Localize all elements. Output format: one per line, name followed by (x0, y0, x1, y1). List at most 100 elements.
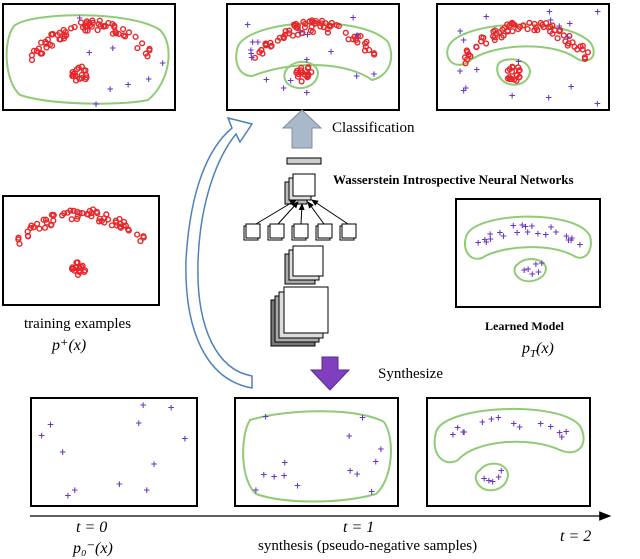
negative-sample: + (474, 239, 482, 249)
negative-sample: + (594, 100, 602, 110)
negative-sample: + (538, 259, 546, 269)
negative-sample: + (522, 222, 530, 232)
positive-sample (282, 31, 289, 38)
positive-sample (67, 25, 75, 32)
negative-sample: + (568, 234, 576, 244)
positive-sample (48, 31, 55, 38)
positive-sample (134, 44, 141, 52)
positive-sample (274, 37, 281, 44)
positive-sample (95, 21, 102, 28)
positive-sample (142, 50, 150, 57)
panel-bottom-1 (30, 397, 198, 507)
negative-sample: + (287, 77, 295, 87)
contour-top-3-blob (496, 58, 532, 86)
learned-math: pT(x) (521, 340, 554, 360)
positive-sample (112, 30, 120, 37)
contour-learned-blob (513, 258, 548, 283)
negative-sample: + (460, 428, 468, 438)
positive-sample (251, 54, 259, 61)
negative-sample: + (459, 428, 467, 438)
positive-sample (33, 220, 41, 227)
positive-sample (84, 27, 91, 34)
positive-sample (24, 228, 31, 235)
negative-sample: + (489, 478, 497, 488)
negative-sample: + (145, 75, 153, 85)
negative-sample: + (473, 65, 481, 75)
positive-sample (496, 29, 503, 36)
t1-label: t = 1 (343, 519, 374, 536)
positive-sample (77, 19, 85, 26)
positive-sample (43, 44, 50, 51)
positive-sample (140, 234, 147, 241)
negative-sample: + (353, 31, 361, 41)
positive-sample (100, 23, 107, 30)
positive-sample (282, 28, 289, 35)
negative-sample: + (547, 16, 555, 26)
negative-sample: + (327, 48, 335, 58)
negative-sample: + (519, 221, 527, 231)
positive-sample (113, 219, 120, 226)
positive-sample (71, 23, 78, 31)
positive-sample (41, 224, 49, 231)
negative-sample: + (303, 56, 311, 66)
positive-sample (298, 78, 305, 85)
negative-sample: + (495, 473, 503, 483)
negative-sample: + (481, 236, 489, 246)
synthesis-caption: synthesis (pseudo-negative samples) (258, 538, 477, 554)
positive-sample (74, 213, 81, 220)
positive-sample (101, 215, 108, 222)
negative-sample: + (510, 420, 518, 430)
positive-sample (534, 27, 541, 34)
negative-sample: + (537, 419, 545, 429)
positive-sample (15, 234, 22, 241)
positive-sample (304, 73, 312, 80)
positive-sample (473, 44, 480, 51)
positive-sample (371, 51, 378, 58)
positive-sample (335, 22, 343, 30)
negative-sample: + (456, 27, 464, 37)
negative-sample: + (449, 431, 457, 441)
positive-sample (82, 76, 89, 83)
positive-sample (584, 49, 592, 56)
negative-sample: + (535, 268, 543, 278)
positive-sample (480, 34, 487, 41)
positive-sample (467, 53, 474, 60)
positive-sample (132, 33, 139, 40)
positive-sample (122, 222, 129, 229)
negative-sample: + (368, 488, 376, 498)
negative-sample: + (513, 229, 521, 239)
negative-sample: + (462, 84, 470, 94)
positive-sample (483, 40, 490, 47)
positive-sample (513, 77, 520, 84)
negative-sample: + (563, 427, 571, 437)
negative-sample: + (524, 228, 532, 238)
t2-label: t = 2 (560, 528, 591, 545)
negative-sample: + (567, 236, 575, 246)
positive-sample (42, 216, 50, 223)
positive-sample (115, 30, 122, 38)
positive-sample (322, 20, 329, 27)
negative-sample: + (92, 100, 100, 110)
positive-sample (83, 211, 91, 218)
positive-sample (67, 207, 74, 214)
negative-sample: + (247, 46, 255, 56)
positive-sample (43, 219, 50, 226)
network-title: Wasserstein Introspective Neural Network… (333, 172, 574, 187)
positive-sample (357, 32, 364, 40)
feedback-arrow (185, 116, 254, 389)
positive-sample (345, 36, 352, 43)
negative-sample: + (254, 38, 262, 48)
negative-sample: + (304, 31, 312, 41)
positive-sample (566, 32, 573, 40)
negative-sample: + (76, 14, 84, 24)
contour-bottom-3-arc (433, 407, 585, 464)
positive-sample (560, 32, 567, 39)
positive-sample (56, 29, 63, 37)
negative-sample: + (547, 223, 555, 233)
positive-sample (342, 29, 349, 36)
positive-sample (70, 265, 77, 272)
negative-sample: + (460, 86, 468, 96)
negative-sample: + (247, 50, 255, 60)
positive-sample (293, 69, 300, 76)
positive-sample (304, 65, 312, 72)
